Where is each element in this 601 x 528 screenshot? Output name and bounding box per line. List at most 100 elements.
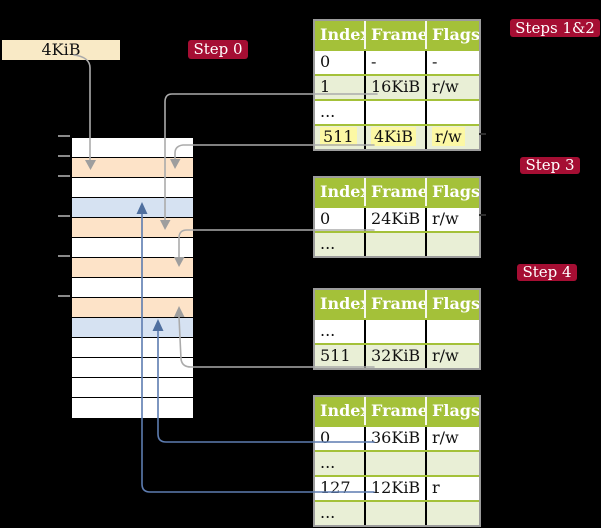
table-level-1-header-flags: Flags (432, 401, 479, 420)
table-step-4-cell-r0c1 (366, 320, 427, 343)
memory-address-tick (58, 215, 70, 217)
table-step-4-cell-r1c1: 32KiB (366, 345, 427, 368)
table-step-3-cell-r1c2 (427, 233, 479, 256)
table-level-1-row-1: ... (315, 450, 479, 475)
badge-steps-1-2-label: Steps 1&2 (515, 19, 595, 37)
cell-value: 36KiB (371, 428, 421, 447)
table-level-1-header-index: Index (315, 397, 366, 425)
table-level-1-row-0: 0 36KiB r/w (315, 425, 479, 450)
physical-memory-column (70, 136, 195, 420)
memory-frame-row-blue (72, 318, 193, 338)
cell-value: 0 (320, 209, 331, 228)
table-step-4-cell-r0c2 (427, 320, 479, 343)
cell-value: - (432, 52, 438, 71)
table-steps-1-2-row-0: 0 -- (315, 49, 479, 74)
table-level-1-cell-r1c0: ... (315, 452, 366, 475)
table-step-3-cell-r1c0: ... (315, 233, 366, 256)
badge-step-4-label: Step 4 (522, 263, 572, 281)
cell-value: 1 (320, 77, 331, 96)
table-step-3-cell-r1c1 (366, 233, 427, 256)
table-level-1-cell-r2c2: r (427, 477, 479, 500)
memory-frame-row-white (72, 378, 193, 398)
table-steps-1-2-row-2: ... (315, 99, 479, 124)
cell-value: 32KiB (371, 346, 421, 365)
cell-value: 24KiB (371, 209, 421, 228)
cell-value: 16KiB (371, 77, 421, 96)
table-step-3-cell-r0c0: 0 (315, 208, 366, 231)
table-step-4-header-frame: Frame (366, 290, 427, 318)
memory-frame-row-orange (72, 298, 193, 318)
badge-step-3-label: Step 3 (525, 156, 575, 174)
table-level-1-cell-r3c1 (366, 502, 427, 525)
table-level-1-cell-r1c1 (366, 452, 427, 475)
memory-frame-row-white (72, 178, 193, 198)
memory-frame-row-white (72, 278, 193, 298)
table-level-1-cell-r3c2 (427, 502, 479, 525)
table-steps-1-2-header-flags: Flags (432, 25, 479, 44)
memory-frame-row-white (72, 238, 193, 258)
cell-value: ... (320, 503, 336, 522)
root-table-address-box: 4KiB (2, 40, 120, 60)
table-step-3-row-0: 0 24KiB r/w (315, 206, 479, 231)
table-level-1-cell-r3c0: ... (315, 502, 366, 525)
table-steps-1-2-row-1: 1 16KiB r/w (315, 74, 479, 99)
memory-frame-row-orange (72, 158, 193, 178)
table-step-4-cell-r1c0: 511 (315, 345, 366, 368)
memory-frame-row-white (72, 358, 193, 378)
cell-value: 0 (320, 52, 331, 71)
memory-frame-row-white (72, 138, 193, 158)
table-step-4-row-1: 511 32KiB r/w (315, 343, 479, 368)
table-step-3-cell-r0c2: r/w (427, 208, 479, 231)
table-steps-1-2-cell-r2c2 (427, 101, 479, 124)
cell-value: 511 (320, 127, 357, 146)
table-step-4-cell-r0c0: ... (315, 320, 366, 343)
table-steps-1-2-cell-r0c1: - (366, 51, 427, 74)
table-level-1-cell-r0c1: 36KiB (366, 427, 427, 450)
cell-value: 0 (320, 428, 331, 447)
cell-value: r/w (432, 77, 459, 96)
table-level-1-cell-r2c1: 12KiB (366, 477, 427, 500)
cell-value: 4KiB (371, 127, 417, 146)
cell-value: r/w (432, 127, 465, 146)
memory-frame-row-blue (72, 198, 193, 218)
table-step-3-row-1: ... (315, 231, 479, 256)
root-table-address-label: 4KiB (41, 40, 81, 59)
cell-value: r/w (432, 428, 459, 447)
table-step-4-header-flags: Flags (432, 294, 479, 313)
table-steps-1-2-cell-r1c0: 1 (315, 76, 366, 99)
memory-address-tick (58, 255, 70, 257)
table-step-4-header-index: Index (315, 290, 366, 318)
memory-frame-row-orange (72, 218, 193, 238)
table-step-4-cell-r1c2: r/w (427, 345, 479, 368)
cell-value: ... (320, 102, 336, 121)
cell-value: 511 (320, 346, 351, 365)
table-step-3-header-index: Index (315, 178, 366, 206)
arrow-stub-dash (479, 133, 486, 135)
table-level-1-cell-r1c2 (427, 452, 479, 475)
table-level-1-cell-r0c0: 0 (315, 427, 366, 450)
table-steps-1-2-header-index: Index (315, 21, 366, 49)
memory-frame-row-white (72, 398, 193, 418)
memory-frame-row-white (72, 338, 193, 358)
table-step-3-header-flags: Flags (432, 182, 479, 201)
cell-value: 127 (320, 478, 351, 497)
memory-frame-row-orange (72, 258, 193, 278)
cell-value: r/w (432, 209, 459, 228)
memory-address-tick (58, 135, 70, 137)
table-level-1-cell-r2c0: 127 (315, 477, 366, 500)
cell-value: r/w (432, 346, 459, 365)
table-steps-1-2-cell-r3c1: 4KiB (366, 126, 427, 149)
table-steps-1-2-cell-r0c0: 0 (315, 51, 366, 74)
memory-address-tick (58, 155, 70, 157)
table-step-3-header-frame: Frame (366, 178, 427, 206)
table-level-1-cell-r0c2: r/w (427, 427, 479, 450)
table-steps-1-2-header-frame: Frame (366, 21, 427, 49)
